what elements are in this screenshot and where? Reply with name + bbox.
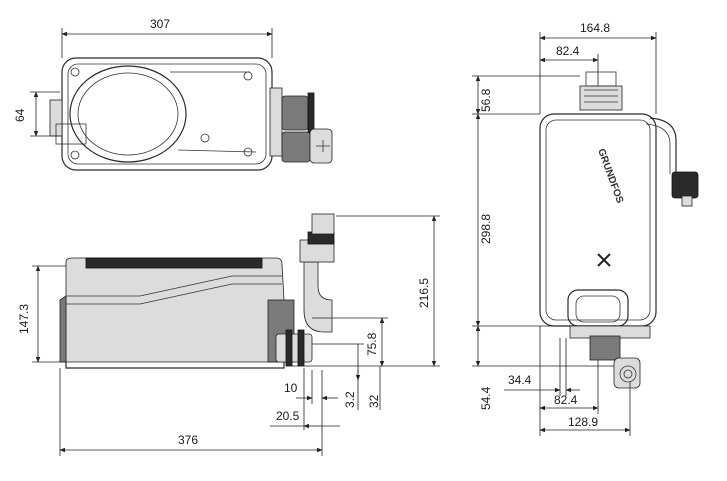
dim-offset-20-5: 20.5 [276, 409, 300, 423]
dim-end-left-offset: 34.4 [508, 373, 532, 387]
dim-end-bottom-width: 128.9 [568, 415, 598, 429]
end-view-inlet-connector [589, 335, 621, 361]
dim-side-height: 147.3 [17, 304, 31, 334]
top-view-outlet-pipe [281, 95, 309, 131]
end-view-plug [671, 171, 699, 199]
side-view-outlet-pipe [303, 261, 333, 333]
dim-side-width: 376 [178, 433, 198, 447]
side-view-tank [65, 257, 285, 363]
end-view: GRUNDFOS 164.8 82.4 56.8 298.8 54.4 [472, 21, 699, 436]
brand-x-icon [597, 253, 611, 267]
dim-offset-3-2: 3.2 [343, 391, 357, 408]
dim-offset-32: 32 [367, 394, 381, 408]
dim-end-half-top: 82.4 [556, 44, 580, 58]
dim-end-half-bottom: 82.4 [554, 393, 578, 407]
dim-end-width: 164.8 [580, 21, 610, 35]
dim-top-height: 64 [13, 108, 27, 122]
end-view-housing [539, 113, 657, 327]
top-view-lid-circle [69, 65, 187, 163]
top-view-inlet-pipe [281, 131, 311, 163]
dim-outlet-height: 216.5 [417, 278, 431, 308]
top-view-connector-body [269, 87, 283, 157]
dim-top-width: 307 [150, 17, 170, 31]
dim-end-height: 298.8 [479, 214, 493, 244]
side-view-lid [85, 257, 263, 269]
dim-end-top-offset: 56.8 [479, 88, 493, 112]
dim-end-bottom-offset: 54.4 [479, 386, 493, 410]
side-view: 147.3 216.5 75.8 3.2 32 10 20.5 376 [17, 213, 440, 456]
end-view-cable [649, 117, 677, 174]
top-view: 307 64 [13, 17, 333, 171]
dim-offset-10: 10 [284, 381, 298, 395]
dim-inlet-height: 75.8 [365, 332, 379, 356]
